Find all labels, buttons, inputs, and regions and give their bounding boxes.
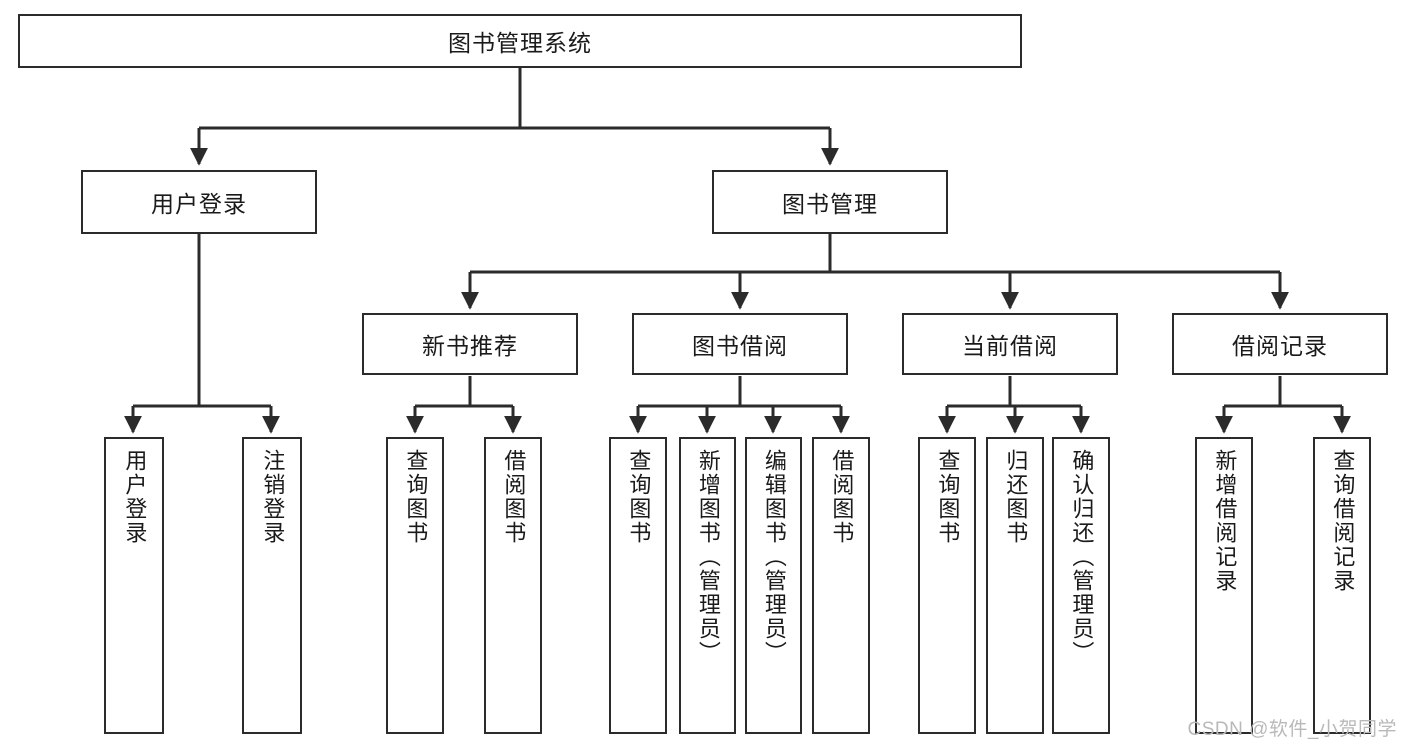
node-label: 当前借阅 (962, 333, 1058, 359)
node-current-borrow[interactable]: 当前借阅 (902, 313, 1118, 375)
leaf-book-borrow-query-book[interactable]: 查询图书 (609, 437, 667, 734)
node-label: 查询图书 (626, 449, 652, 545)
leaf-current-borrow-query-book[interactable]: 查询图书 (918, 437, 976, 734)
node-label: 新增借阅记录 (1212, 449, 1238, 593)
leaf-book-borrow-add-book-admin[interactable]: 新增图书（管理员） (679, 437, 736, 734)
node-new-book-recommend[interactable]: 新书推荐 (362, 313, 578, 375)
node-label: 用户登录 (122, 449, 148, 545)
node-label: 新增图书（管理员） (695, 449, 721, 665)
leaf-borrow-record-query-record[interactable]: 查询借阅记录 (1313, 437, 1371, 734)
node-label: 归还图书 (1003, 449, 1029, 545)
leaf-current-borrow-return-book[interactable]: 归还图书 (986, 437, 1044, 734)
leaf-user-login-login[interactable]: 用户登录 (104, 437, 164, 734)
leaf-book-borrow-borrow-book[interactable]: 借阅图书 (812, 437, 870, 734)
leaf-new-book-borrow-book[interactable]: 借阅图书 (484, 437, 542, 734)
node-label: 查询图书 (403, 449, 429, 545)
node-label: 编辑图书（管理员） (761, 449, 787, 665)
node-label: 图书借阅 (692, 333, 788, 359)
leaf-user-login-logout[interactable]: 注销登录 (242, 437, 302, 734)
leaf-current-borrow-confirm-return-admin[interactable]: 确认归还（管理员） (1052, 437, 1110, 734)
node-label: 确认归还（管理员） (1069, 449, 1095, 665)
node-label: 图书管理 (782, 191, 878, 217)
node-label: 新书推荐 (422, 333, 518, 359)
node-label: 借阅记录 (1232, 333, 1328, 359)
node-label: 借阅图书 (501, 449, 527, 545)
node-book-management[interactable]: 图书管理 (712, 170, 948, 234)
watermark-text: CSDN @软件_小贺同学 (1187, 719, 1397, 740)
leaf-borrow-record-add-record[interactable]: 新增借阅记录 (1195, 437, 1253, 734)
node-label: 借阅图书 (829, 449, 855, 545)
node-label: 图书管理系统 (448, 30, 592, 56)
node-user-login[interactable]: 用户登录 (81, 170, 317, 234)
node-root-book-management-system[interactable]: 图书管理系统 (18, 14, 1022, 68)
node-label: 查询借阅记录 (1330, 449, 1356, 593)
node-label: 用户登录 (151, 191, 247, 217)
node-book-borrow[interactable]: 图书借阅 (632, 313, 848, 375)
node-label: 查询图书 (935, 449, 961, 545)
leaf-book-borrow-edit-book-admin[interactable]: 编辑图书（管理员） (745, 437, 802, 734)
node-borrow-record[interactable]: 借阅记录 (1172, 313, 1388, 375)
leaf-new-book-query-book[interactable]: 查询图书 (386, 437, 444, 734)
node-label: 注销登录 (260, 449, 286, 545)
